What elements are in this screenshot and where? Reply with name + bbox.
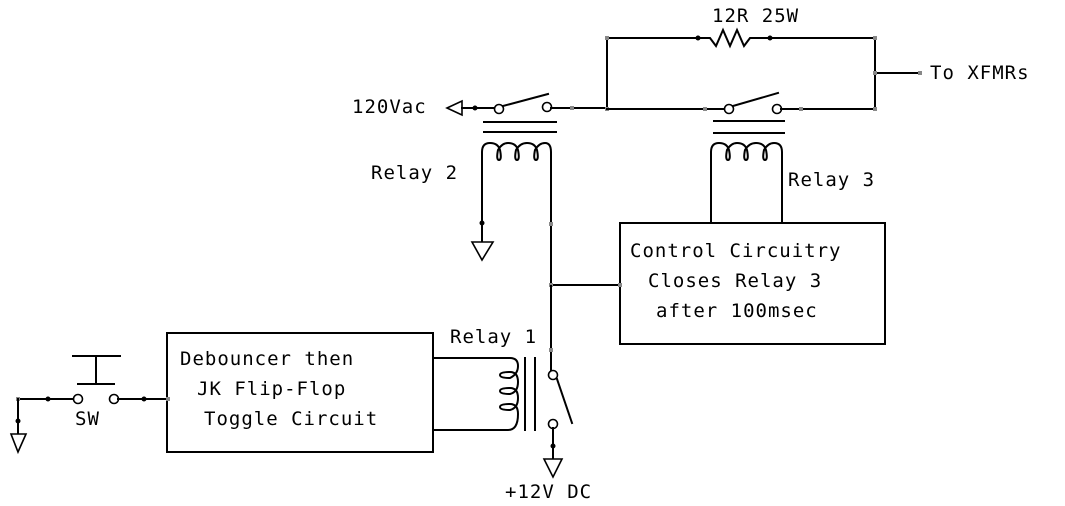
resistor-icon (697, 27, 771, 49)
to-xfmrs-label: To XFMRs (930, 62, 1030, 84)
junction-dot (45, 396, 51, 402)
control-circuitry-box: Control Circuitry Closes Relay 3 after 1… (549, 222, 886, 345)
ground-icon (9, 433, 28, 455)
node (549, 348, 553, 352)
junction-dot (550, 443, 556, 449)
node (549, 222, 553, 226)
control-box-outline (619, 222, 886, 345)
relay1-label: Relay 1 (450, 326, 537, 348)
relay2-switch-arm (501, 92, 550, 108)
node (799, 107, 803, 111)
node (918, 71, 922, 75)
junction-dot (141, 396, 147, 402)
ac-input-label: 120Vac (352, 96, 427, 118)
dc-supply-label: +12V DC (505, 481, 592, 503)
relay2-contacts: 120Vac (352, 92, 609, 133)
relay1: +12V DC Relay 1 (432, 285, 592, 503)
junction-dot (695, 35, 701, 41)
ac-input-arrow-icon (445, 99, 463, 117)
relay1-terminal (547, 369, 559, 381)
relay3-switch-arm (731, 91, 780, 108)
resistor-network: 12R 25W To XFMRs (605, 5, 1030, 110)
control-box-line: Control Circuitry (630, 240, 841, 262)
node (605, 36, 609, 40)
debouncer-box-line: Debouncer then (180, 348, 354, 370)
relay2-coil: Relay 2 (371, 141, 553, 287)
debouncer-box-outline (166, 332, 434, 453)
debouncer-box: Debouncer then JK Flip-Flop Toggle Circu… (166, 332, 434, 453)
debouncer-box-line: JK Flip-Flop (197, 378, 346, 400)
junction-dot (767, 35, 773, 41)
node (618, 283, 622, 287)
switch-label: SW (75, 408, 100, 430)
node (570, 106, 574, 110)
node (873, 36, 877, 40)
relay3-coil: Relay 3 (710, 141, 875, 224)
junction-dot (472, 105, 478, 111)
control-box-line: Closes Relay 3 (648, 270, 822, 292)
junction-dot (15, 418, 21, 424)
coil-icon (481, 141, 552, 287)
node (873, 107, 877, 111)
resistor-label: 12R 25W (712, 5, 799, 27)
dc-supply-arrow-icon (542, 458, 564, 479)
relay2-terminal (493, 103, 505, 115)
coil-icon (710, 141, 783, 224)
relay3-terminal (723, 103, 735, 115)
debouncer-box-line: Toggle Circuit (204, 408, 378, 430)
control-box-line: after 100msec (656, 300, 818, 322)
relay3-label: Relay 3 (788, 169, 875, 191)
relay3-contacts (606, 91, 877, 134)
relay2-label: Relay 2 (371, 162, 458, 184)
coil-icon (432, 357, 520, 431)
pushbutton-switch: SW (9, 355, 170, 455)
node (873, 71, 877, 75)
node (166, 397, 170, 401)
switch-terminal (72, 393, 84, 405)
ground-icon (470, 241, 495, 262)
relay1-switch-arm (555, 377, 574, 425)
node (703, 107, 707, 111)
